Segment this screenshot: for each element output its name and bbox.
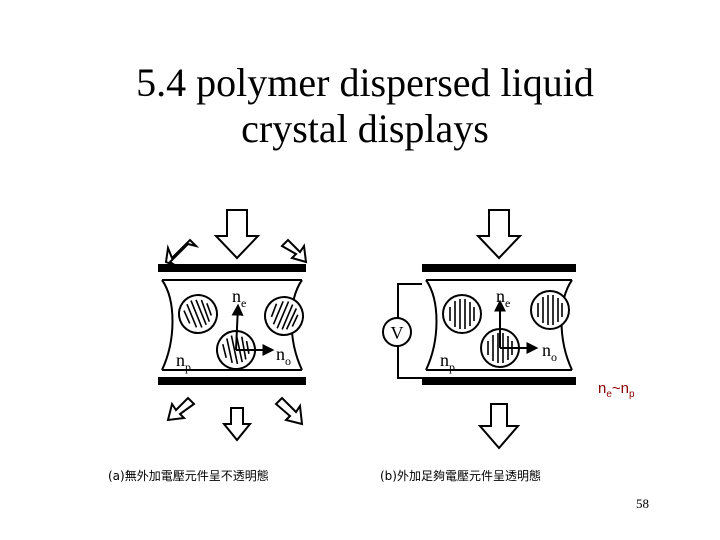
lc-droplet [442,294,482,334]
scatter-arrow-bottom-center [221,407,253,442]
scatter-arrow-bottom-right [274,396,304,426]
bottom-plate-left [158,377,306,385]
caption-left: (a)無外加電壓元件呈不透明態 [108,468,269,483]
svg-text:ne: ne [232,286,246,310]
caption-right: (b)外加足夠電壓元件呈透明態 [380,468,541,483]
svg-text:ne: ne [496,286,510,310]
incoming-light-arrow-left [213,209,261,260]
title-line-2: crystal displays [241,106,489,151]
svg-text:np: np [176,350,191,374]
left-panel: ne np no [158,209,311,442]
top-plate-left [158,264,306,272]
scatter-arrow-top-left [164,238,200,267]
incoming-light-arrow-right [475,209,523,260]
scatter-arrow-bottom-left [166,396,196,422]
svg-text:no: no [542,340,557,364]
scatter-arrow-top-right [280,238,308,264]
svg-text:np: np [440,350,455,374]
index-match-annotation: ne~np [598,380,635,400]
lc-droplet [530,290,570,330]
page-number: 58 [636,496,649,511]
voltage-label: V [391,323,404,343]
slide-title: 5.4 polymer dispersed liquid crystal dis… [60,60,670,152]
top-plate-right [422,264,576,272]
lc-droplet [257,289,311,343]
svg-text:no: no [276,344,291,368]
lc-droplet [172,288,224,340]
bottom-plate-right [422,377,576,385]
transmitted-light-arrow [477,403,521,450]
voltage-source [382,317,412,347]
title-line-1: 5.4 polymer dispersed liquid [136,60,594,105]
right-panel: V ne np no [382,209,576,450]
